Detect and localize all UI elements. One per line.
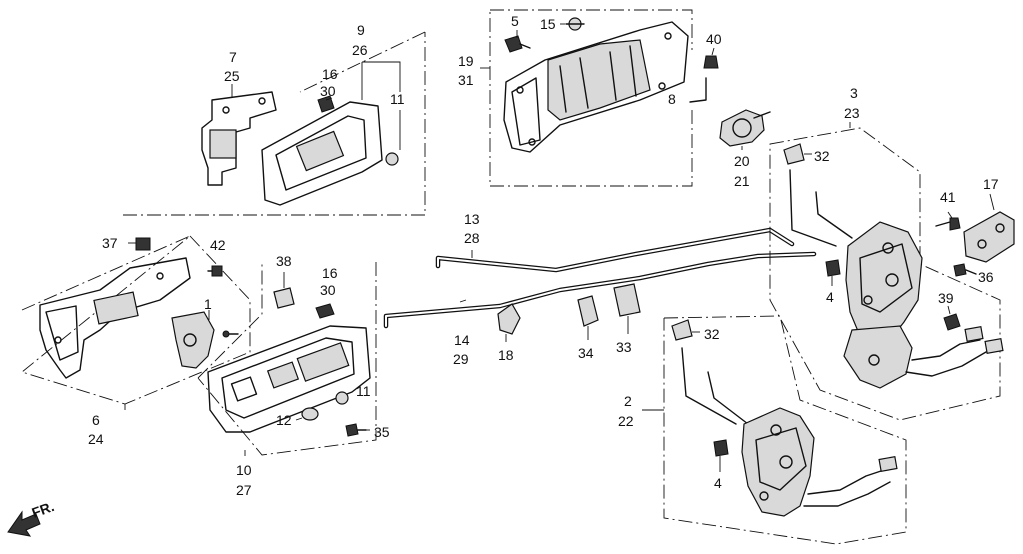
callout-35: 35 xyxy=(374,424,390,440)
part-handle-bracket-left xyxy=(39,257,191,379)
part-screw-42 xyxy=(207,265,223,277)
callout-2: 2 xyxy=(624,393,632,409)
callout-5: 5 xyxy=(511,13,519,29)
part-rod-14 xyxy=(383,251,817,329)
callout-32-upper: 32 xyxy=(814,148,830,164)
callout-19: 19 xyxy=(458,53,474,69)
callout-7: 7 xyxy=(229,49,237,65)
callout-32-lower: 32 xyxy=(704,326,720,342)
group-frame-lock-lower xyxy=(663,315,907,545)
part-clip-15 xyxy=(565,17,585,31)
callout-30-lower: 30 xyxy=(320,282,336,298)
callout-31: 31 xyxy=(458,72,474,88)
callout-16-lower: 16 xyxy=(322,265,338,281)
part-rod-end-4-upper xyxy=(825,259,841,286)
rods xyxy=(383,227,817,329)
part-screw-5 xyxy=(504,35,531,53)
callout-17: 17 xyxy=(983,176,999,192)
callout-39: 39 xyxy=(938,290,954,306)
callout-26: 26 xyxy=(352,42,368,58)
callout-25: 25 xyxy=(224,68,240,84)
bracket-group-left xyxy=(21,235,251,410)
callout-16-upper: 16 xyxy=(322,66,338,82)
callout-24: 24 xyxy=(88,431,104,447)
callout-4-lower: 4 xyxy=(714,475,722,491)
part-bolt-41 xyxy=(935,211,961,231)
part-cap-12 xyxy=(301,407,319,421)
group-frame-inner-handle-lower xyxy=(197,262,377,456)
part-actuator-1 xyxy=(171,310,215,369)
group-frame-outer-handle xyxy=(489,9,693,187)
part-rod-8 xyxy=(689,77,707,103)
callout-29: 29 xyxy=(453,351,469,367)
lock-group-lower xyxy=(642,315,907,545)
callout-23: 23 xyxy=(844,105,860,121)
callout-34: 34 xyxy=(578,345,594,361)
part-inner-handle-lower xyxy=(207,325,371,433)
part-clip-38 xyxy=(273,272,295,309)
callout-11-upper: 11 xyxy=(390,91,405,107)
callout-30-upper: 30 xyxy=(320,83,336,99)
callout-13: 13 xyxy=(464,211,480,227)
callout-27: 27 xyxy=(236,482,252,498)
part-connector-32-upper xyxy=(783,143,812,165)
callout-15: 15 xyxy=(540,16,556,32)
front-direction-arrow xyxy=(7,510,41,537)
callout-41: 41 xyxy=(940,189,956,205)
callout-42: 42 xyxy=(210,237,226,253)
part-door-lock-upper xyxy=(789,169,1004,389)
inner-handle-group-upper xyxy=(123,31,426,216)
callout-22: 22 xyxy=(618,413,634,429)
callout-20: 20 xyxy=(734,153,750,169)
part-handle-bracket-upper xyxy=(201,91,277,186)
part-clip-11-lower xyxy=(335,391,349,405)
part-clip-39 xyxy=(943,305,961,331)
callout-38: 38 xyxy=(276,253,292,269)
part-connector-32-lower xyxy=(671,319,700,341)
part-screw-small xyxy=(222,330,239,338)
callout-18: 18 xyxy=(498,347,514,363)
part-clip-16-upper xyxy=(317,95,335,113)
callout-6: 6 xyxy=(92,412,100,428)
group-frame-bracket-left xyxy=(21,235,251,405)
part-screw-35 xyxy=(345,423,367,437)
group-frame-upper-inner-handle xyxy=(123,31,426,216)
part-clip-34 xyxy=(577,295,599,340)
part-rod-end-4-lower xyxy=(713,439,729,472)
direction-label: FR. xyxy=(30,498,57,521)
callout-9: 9 xyxy=(357,22,365,38)
callout-10: 10 xyxy=(236,462,252,478)
lock-group-upper xyxy=(769,122,1015,421)
callout-8: 8 xyxy=(668,91,676,107)
part-bolt-36 xyxy=(953,263,977,277)
callout-1: 1 xyxy=(204,296,212,312)
callout-4-upper: 4 xyxy=(826,289,834,305)
part-door-lock-lower xyxy=(681,347,898,517)
part-outer-handle xyxy=(503,21,689,153)
part-key-cylinder xyxy=(719,109,771,150)
callout-28: 28 xyxy=(464,230,480,246)
callout-12: 12 xyxy=(276,412,292,428)
callout-40: 40 xyxy=(706,31,722,47)
part-clip-16-lower xyxy=(315,303,335,319)
part-clip-11-upper xyxy=(385,152,399,166)
callout-33: 33 xyxy=(616,339,632,355)
part-bolt-40 xyxy=(703,47,719,69)
outer-handle-group xyxy=(480,9,707,187)
part-inner-handle-upper xyxy=(261,101,383,206)
callout-36: 36 xyxy=(978,269,994,285)
callout-37: 37 xyxy=(102,235,118,251)
callout-labels: 1 2 22 3 23 4 4 5 6 24 7 25 8 9 26 10 27… xyxy=(30,13,999,521)
inner-handle-group-lower xyxy=(197,262,377,456)
part-clip-37 xyxy=(128,237,151,251)
part-striker-17 xyxy=(963,193,1015,263)
callout-3: 3 xyxy=(850,85,858,101)
callout-14: 14 xyxy=(454,332,470,348)
part-pad-33 xyxy=(613,283,641,334)
part-clip-18 xyxy=(497,303,521,342)
callout-11-lower: 11 xyxy=(356,383,371,399)
callout-21: 21 xyxy=(734,173,750,189)
